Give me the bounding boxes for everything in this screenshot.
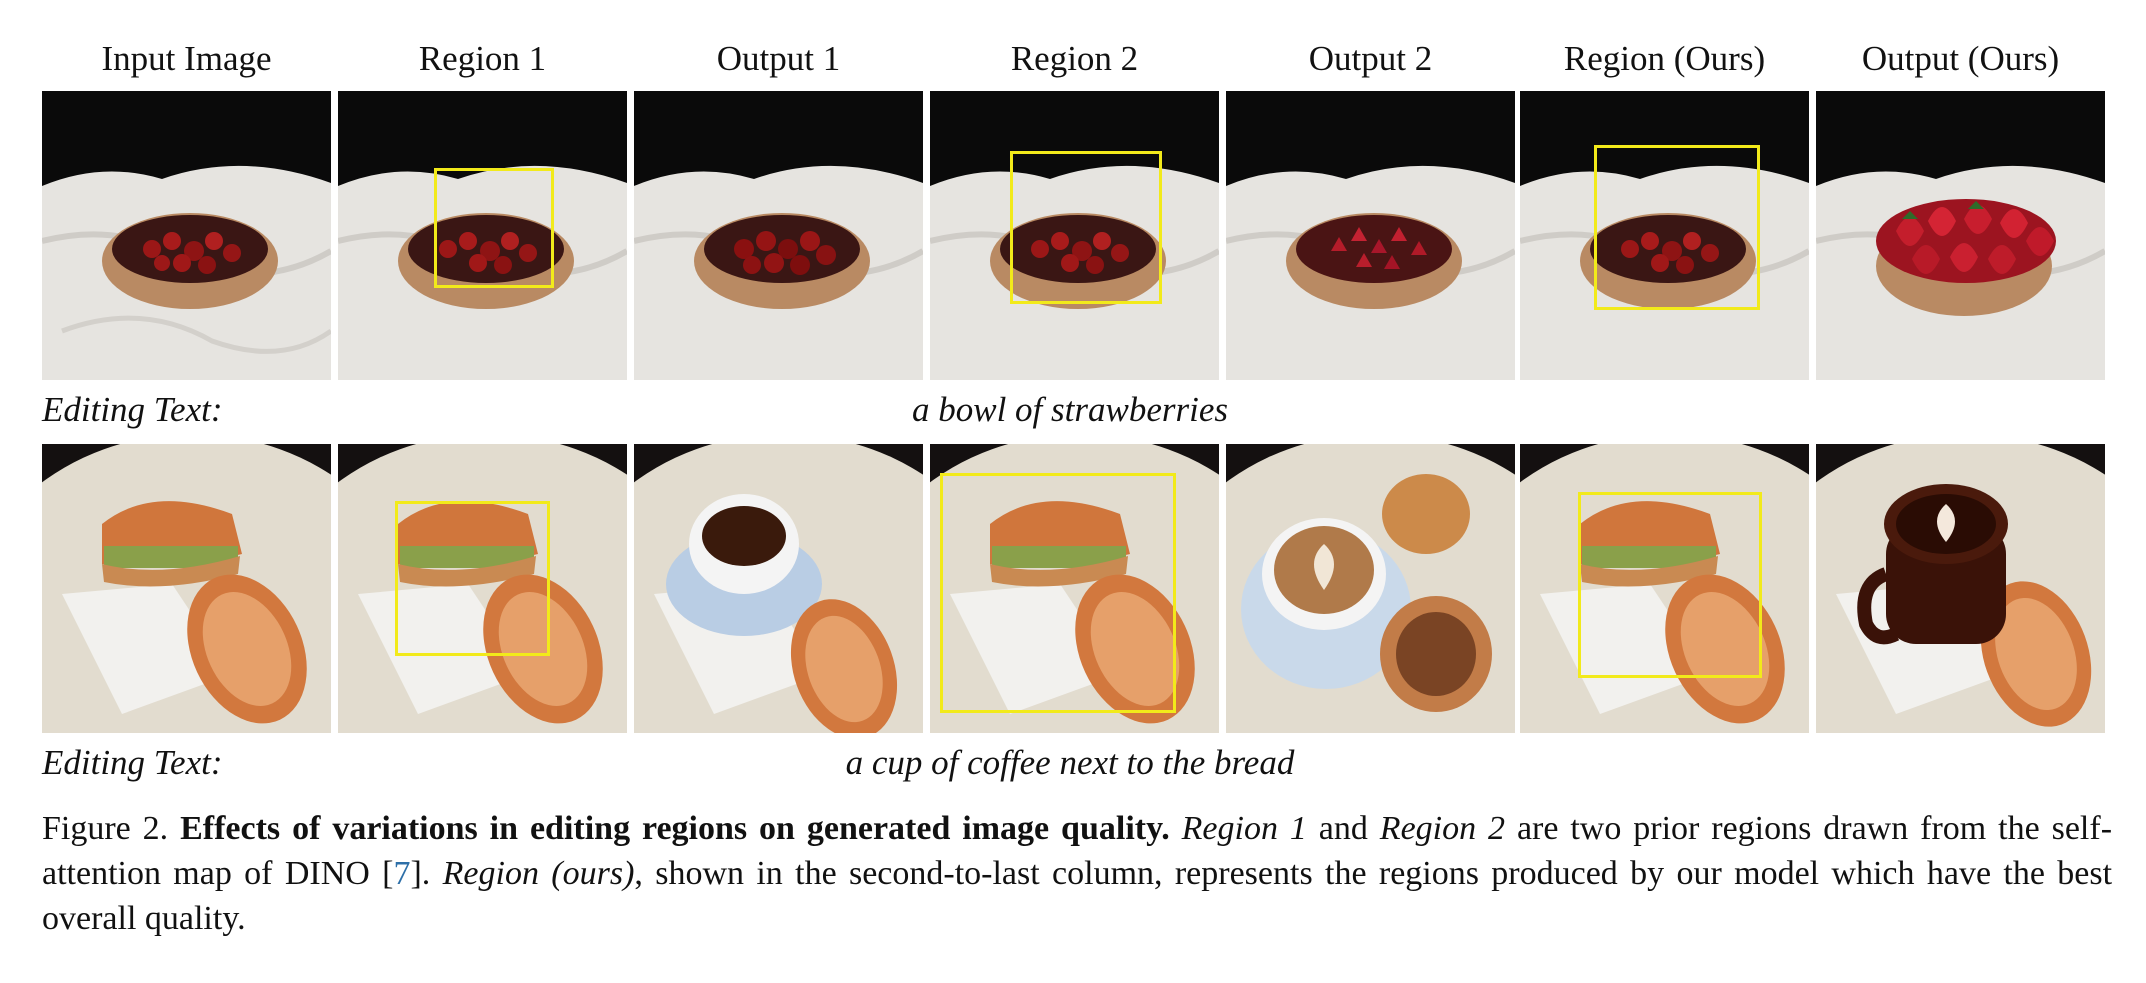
region-box [1578,492,1762,678]
region-box [940,473,1176,713]
column-header-region-ours: Region (Ours) [1563,39,1766,78]
figure-label: Figure 2. [42,810,169,847]
region-ours-image-bread [1520,444,1809,733]
output1-image-coffee [634,444,923,733]
editing-label-row2: Editing Text: [42,743,223,782]
column-header-output1: Output 1 [716,39,841,78]
output-ours-image-coffee [1816,444,2105,733]
output2-image-latte [1226,444,1515,733]
figure-caption: Figure 2. Effects of variations in editi… [42,806,2112,941]
region1-image-cherries [338,91,627,380]
column-header-output-ours: Output (Ours) [1861,39,2060,78]
editing-text-row1: a bowl of strawberries [911,390,1228,429]
input-image-cherries [42,91,331,380]
caption-text-3: , shown in the second-to-last column, re… [42,855,2113,937]
caption-region-ours: Region (ours) [442,855,635,892]
region2-image-bread [930,444,1219,733]
output-ours-image-strawberries [1816,91,2105,380]
column-header-region1: Region 1 [418,39,547,78]
caption-region2: Region 2 [1379,810,1506,847]
column-header-region2: Region 2 [1010,39,1139,78]
caption-text-1: are two prior regions drawn from the sel… [42,810,2113,892]
column-header-input: Input Image [101,39,272,78]
region-box [1594,145,1760,310]
output2-image-cherries [1226,91,1515,380]
region-box [434,168,554,288]
citation-link[interactable]: 7 [393,855,411,892]
caption-and: and [1318,810,1368,847]
region-ours-image-cherries [1520,91,1809,380]
region2-image-cherries [930,91,1219,380]
caption-region1: Region 1 [1181,810,1307,847]
output1-image-cherries [634,91,923,380]
editing-label-row1: Editing Text: [42,390,223,429]
editing-text-row2: a cup of coffee next to the bread [845,743,1295,782]
region-box [395,501,550,656]
region-box [1010,151,1162,304]
caption-title: Effects of variations in editing regions… [180,810,1170,847]
region1-image-bread [338,444,627,733]
column-header-output2: Output 2 [1308,39,1433,78]
input-image-bread [42,444,331,733]
caption-text-2: ]. [410,855,431,892]
